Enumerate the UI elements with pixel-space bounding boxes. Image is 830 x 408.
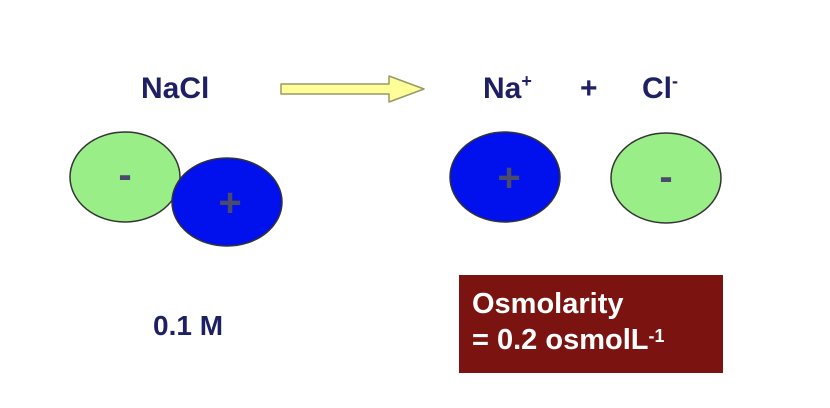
chloride-ion-label: Cl- [642, 71, 678, 105]
osmolarity-title: Osmolarity [472, 288, 624, 320]
nacl-chloride-sign: - [118, 153, 131, 197]
osmolarity-result-box: Osmolarity = 0.2 osmolL-1 [459, 275, 723, 373]
nacl-chloride-particle [69, 131, 181, 223]
reactant-formula: NaCl [141, 72, 210, 105]
sodium-ion-charge: + [521, 71, 532, 91]
sodium-ion-sign: + [497, 156, 520, 200]
concentration-label: 0.1 M [153, 310, 224, 341]
osmolarity-value-text: = 0.2 osmolL [472, 324, 649, 356]
chloride-ion-sign: - [659, 155, 672, 199]
sodium-ion-particle [449, 131, 561, 223]
sodium-ion-label: Na+ [483, 71, 532, 105]
sodium-ion-symbol: Na [483, 72, 522, 105]
nacl-sodium-sign: + [218, 181, 241, 225]
plus-operator: + [580, 72, 598, 105]
chloride-ion-charge: - [672, 71, 678, 91]
reaction-arrow [280, 75, 425, 103]
osmolarity-value: = 0.2 osmolL-1 [472, 322, 723, 358]
osmolarity-unit-exponent: -1 [648, 326, 665, 346]
nacl-sodium-particle [171, 157, 283, 247]
chloride-ion-particle [610, 132, 722, 224]
chloride-ion-symbol: Cl [642, 72, 672, 105]
